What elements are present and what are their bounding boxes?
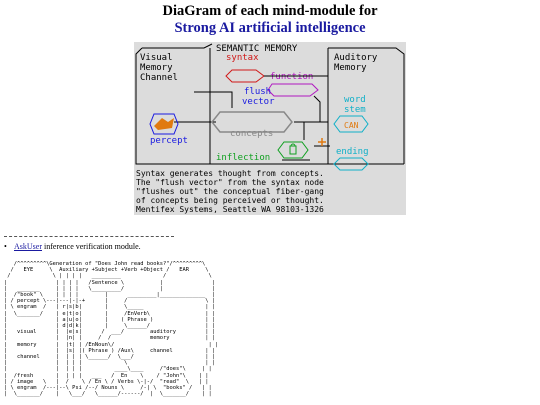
ascii-line: | /fresh | | | | ___ / En \ / "John"\ | … <box>4 372 209 379</box>
page-subtitle: Strong AI artificial intelligence <box>174 20 366 36</box>
ascii-line: | | a|u|o| | ( Phrase ) | | <box>4 316 215 323</box>
ascii-line: / \ | | | | _________ / \ <box>7 273 212 280</box>
semantic-memory-title: SEMANTIC MEMORY <box>216 44 298 54</box>
can-label: CAN <box>344 121 359 130</box>
ending-node-icon <box>333 157 369 171</box>
ascii-line: | memory | |t| | /EnNoun\/ | | <box>4 341 219 348</box>
mind-diagram-figure: Visual Memory Channel SEMANTIC MEMORY Au… <box>134 42 406 215</box>
caption-line-3: "flushes out" the conceptual fiber-gang <box>136 187 324 196</box>
word-stem-node-icon <box>333 115 369 133</box>
visual-box-line-3: Channel <box>140 73 178 83</box>
ascii-line: | | d|d|k| | \______/ | | <box>4 323 215 330</box>
concepts-node-icon <box>211 111 293 133</box>
mind-diagram-svg: Visual Memory Channel SEMANTIC MEMORY Au… <box>134 42 406 215</box>
caption-line-1: Syntax generates thought from concepts. <box>136 169 324 178</box>
ascii-line: | / percept \---|---|-|-+ | / \ | <box>4 298 215 305</box>
function-label: function <box>270 72 313 82</box>
ascii-line: | \_______/ | \___/ \______/------/ | \_… <box>4 391 212 398</box>
ascii-line: | | | | | /Sentence \ | | <box>4 279 215 286</box>
ascii-diagram: /^^^^^^^^^\Generation of "Does John read… <box>4 261 218 397</box>
askuser-link[interactable]: AskUser <box>14 242 42 251</box>
ascii-line: | | | | | ____\____ /"does"\ | | <box>4 366 212 373</box>
ascii-line: | \_______/ | e|t|o| | /EnVerb\ | | <box>4 310 215 317</box>
ending-label: ending <box>336 147 369 157</box>
ascii-line: | | |n| | / / memory | | <box>4 335 215 342</box>
ascii-line: / EYE \ Auxiliary +Subject +Verb +Object… <box>10 267 209 274</box>
ascii-line: /^^^^^^^^^\Generation of "Does John read… <box>13 261 206 267</box>
ascii-line: | \ engram /---|--\ Psi /--/ Nouns \ /-|… <box>4 385 212 392</box>
horizontal-rule <box>4 236 174 237</box>
percept-label: percept <box>150 136 188 146</box>
auditory-box-line-2: Memory <box>334 63 367 73</box>
ascii-line: | _______ | | | | \_________/ | | <box>4 285 215 292</box>
syntax-label: syntax <box>226 53 259 63</box>
visual-box-line-2: Memory <box>140 63 173 73</box>
concepts-label: concepts <box>230 129 273 139</box>
ascii-line: | / image \ | / \ / En \ / Verbs \-|-/ "… <box>4 378 209 385</box>
syntax-node-icon <box>225 69 265 83</box>
auditory-box-line-1: Auditory <box>334 53 378 63</box>
ascii-line: | | | | | \ | | <box>4 360 215 367</box>
function-node-icon <box>267 83 319 97</box>
inflection-label: inflection <box>216 153 270 163</box>
ascii-line: | /"book" \ | | | | | _________|________… <box>4 292 215 299</box>
vector-label: vector <box>242 97 275 107</box>
list-item: • AskUser inference verification module. <box>4 242 141 252</box>
caption-line-5: Mentifex Systems, Seattle WA 98103-1326 <box>136 205 324 214</box>
stem-label: stem <box>344 105 366 115</box>
percept-node-icon <box>149 113 179 135</box>
visual-box-line-1: Visual <box>140 53 173 63</box>
caption-line-4: of concepts being perceived or thought. <box>136 196 324 205</box>
page-title-block: DiaGram of each mind-module for Strong A… <box>0 3 540 37</box>
caption-line-2: The "flush vector" from the syntax node <box>136 178 324 187</box>
lock-icon <box>289 143 297 155</box>
ascii-line: | \ engram / | r|s|b| | \_____ | | <box>4 304 215 311</box>
page-title: DiaGram of each mind-module for <box>162 3 378 19</box>
inflection-node-icon <box>277 141 309 159</box>
ascii-line: | channel | | | | \______/ \___/ | | <box>4 354 215 361</box>
list-item-text: inference verification module. <box>42 242 141 251</box>
junction-icon <box>318 138 326 146</box>
word-label: word <box>344 95 366 105</box>
horse-icon <box>154 118 174 130</box>
bullet-icon: • <box>4 242 7 251</box>
ascii-line: | | |s| |( Phrase ) /Aux\ channel | | <box>4 347 215 354</box>
flush-label: flush <box>244 87 271 97</box>
ascii-line: | visual | |e|s| / ___/ auditory | | <box>4 329 215 336</box>
